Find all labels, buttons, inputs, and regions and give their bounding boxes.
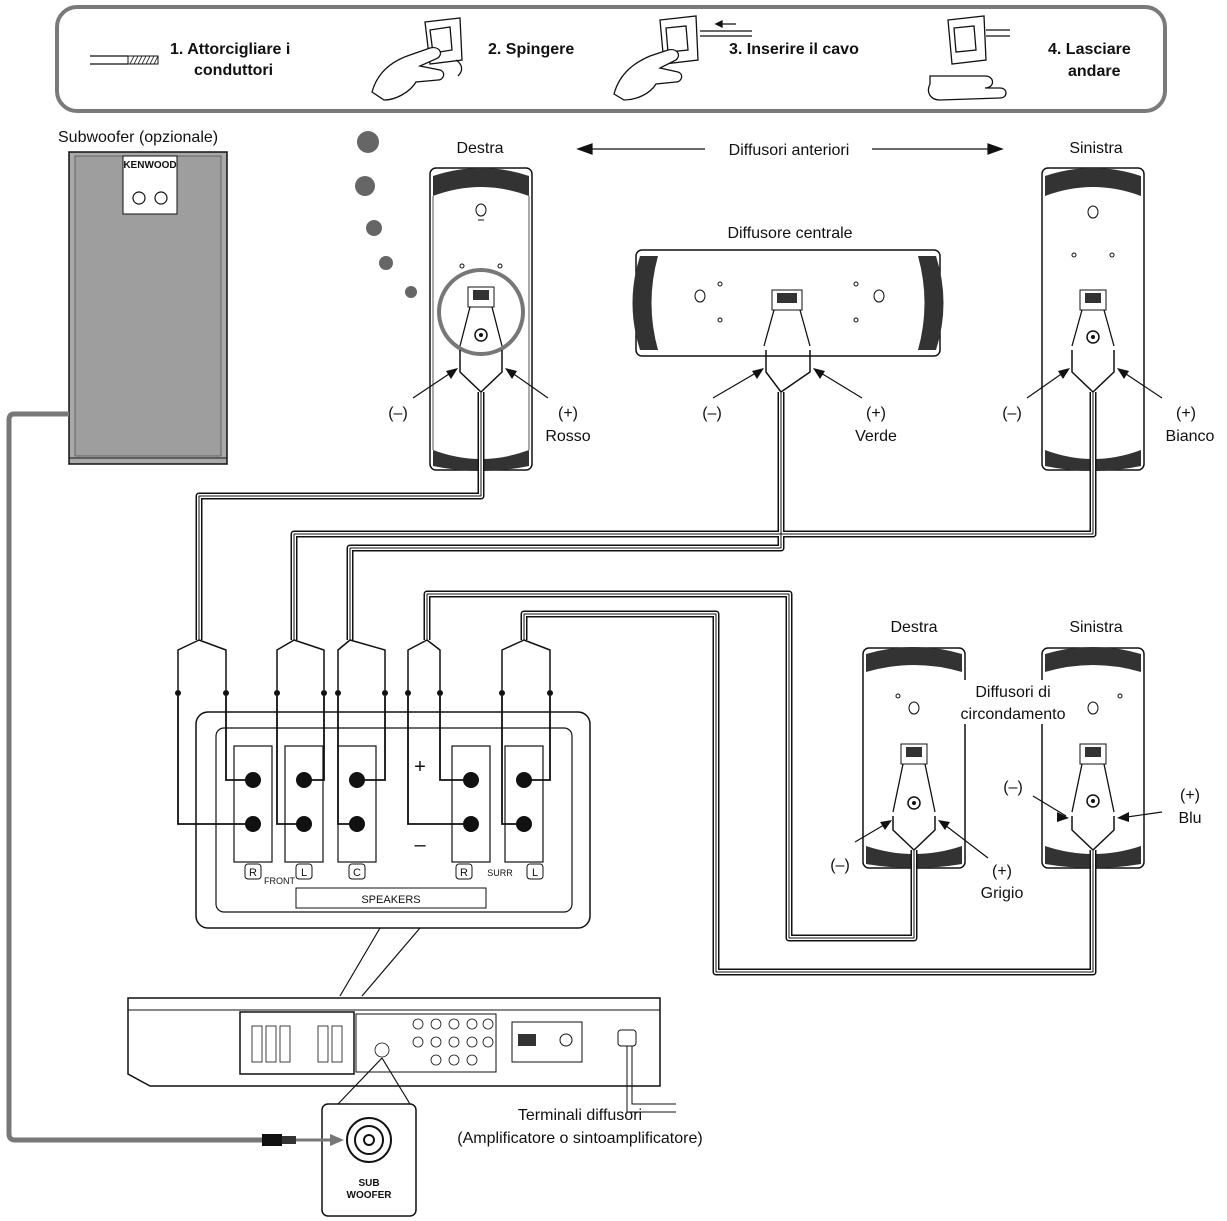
amplifier-rear xyxy=(127,997,676,1113)
sub-jack-line2: WOOFER xyxy=(347,1190,393,1201)
channel-r-surr: R xyxy=(460,867,468,879)
surround-right-speaker xyxy=(862,647,966,869)
front-left-label: Sinistra xyxy=(1069,140,1122,157)
surround-title-line1: Diffusori di xyxy=(975,684,1050,701)
front-right-label: Destra xyxy=(456,140,503,157)
channel-c: C xyxy=(353,867,361,879)
surround-title-bg xyxy=(955,680,1075,724)
surround-right-label: Destra xyxy=(890,619,937,636)
front-group-label: FRONT xyxy=(264,876,295,886)
sub-jack-line1: SUB xyxy=(358,1178,379,1189)
hand-release-icon xyxy=(927,15,1010,101)
subwoofer-label: Subwoofer (opzionale) xyxy=(58,129,218,146)
polarity-arrowheads xyxy=(446,368,1129,830)
front-left-minus: (–) xyxy=(1002,405,1022,422)
front-right-plus: (+) xyxy=(558,405,578,422)
surr-group-label: SURR xyxy=(487,868,513,878)
step1-text-line1: 1. Attorcigliare i xyxy=(170,41,290,58)
instruction-strip: 1. Attorcigliare i conduttori 2. Spinger… xyxy=(55,5,1167,113)
channel-l-front: L xyxy=(301,867,307,879)
front-speakers-title: Diffusori anteriori xyxy=(729,142,850,159)
front-arrow xyxy=(576,143,1004,155)
hand-push-icon xyxy=(371,17,463,101)
insert-cable-icon xyxy=(613,15,752,101)
subwoofer-jack-callout: SUB WOOFER xyxy=(321,1057,417,1217)
zoom-circle xyxy=(437,268,525,356)
plus-sign: + xyxy=(414,756,426,778)
center-speaker xyxy=(632,249,944,357)
surround-left-plus: (+) xyxy=(1180,787,1200,804)
front-left-speaker xyxy=(1041,167,1145,471)
step1-text-line2: conduttori xyxy=(194,62,273,79)
surround-left-label: Sinistra xyxy=(1069,619,1122,636)
subwoofer-brand: KENWOOD xyxy=(123,160,176,171)
center-speaker-label: Diffusore centrale xyxy=(727,225,852,242)
speaker-cables xyxy=(175,350,1115,976)
surround-right-color: Grigio xyxy=(981,885,1024,902)
speakers-label: SPEAKERS xyxy=(361,894,420,906)
center-color: Verde xyxy=(855,428,897,445)
front-left-color: Bianco xyxy=(1166,428,1215,445)
center-plus: (+) xyxy=(866,405,886,422)
step4-text-line2: andare xyxy=(1068,63,1121,80)
terminals-caption-line2: (Amplificatore o sintoamplificatore) xyxy=(457,1130,702,1147)
channel-r-front: R xyxy=(249,867,257,879)
channel-l-surr: L xyxy=(532,867,538,879)
knob-icon xyxy=(132,191,146,205)
step3-text: 3. Inserire il cavo xyxy=(729,41,859,58)
step2-text: 2. Spingere xyxy=(488,41,574,58)
terminals-caption-line1: Terminali diffusori xyxy=(518,1107,642,1124)
surround-title-line2: circondamento xyxy=(961,706,1066,723)
surround-left-minus: (–) xyxy=(1003,779,1023,796)
surround-right-minus: (–) xyxy=(830,857,850,874)
front-right-color: Rosso xyxy=(545,428,590,445)
minus-sign: – xyxy=(414,834,426,856)
subwoofer-cabinet: KENWOOD xyxy=(68,151,228,465)
knob-icon xyxy=(154,191,168,205)
surround-right-plus: (+) xyxy=(992,863,1012,880)
center-minus: (–) xyxy=(702,405,722,422)
front-right-speaker xyxy=(429,167,533,471)
step4-text-line1: 4. Lasciare xyxy=(1048,41,1131,58)
front-right-minus: (–) xyxy=(388,405,408,422)
speaker-terminal-panel: + – R FRONT L C R SURR L SPEAKERS xyxy=(177,696,591,997)
zoom-dots xyxy=(355,131,417,298)
front-left-plus: (+) xyxy=(1176,405,1196,422)
subwoofer-cable xyxy=(6,411,344,1146)
surround-left-color: Blu xyxy=(1178,810,1201,827)
twisted-wire-icon xyxy=(90,55,159,65)
